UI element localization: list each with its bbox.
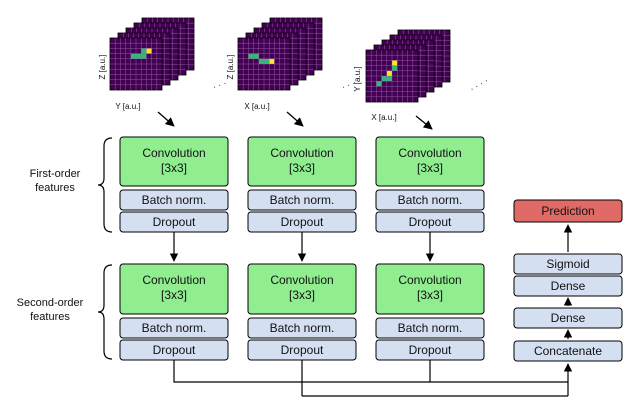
panel-1-ylabel: Z [a.u.] — [98, 55, 107, 80]
panel-2-ellipsis: · · · — [340, 78, 357, 92]
dropout-block-2b: Dropout — [247, 339, 357, 361]
conv-block-1b: Convolution [3x3] — [119, 263, 229, 315]
dropout-label: Dropout — [153, 343, 196, 357]
conv-kernel-label: [3x3] — [417, 161, 443, 175]
dense-label-2: Dense — [551, 311, 586, 325]
conv-block-3a: Convolution [3x3] — [375, 136, 485, 187]
first-order-label: First-order — [30, 168, 81, 180]
sigmoid-block: Sigmoid — [513, 253, 623, 275]
heatmap-slice — [109, 37, 163, 91]
batchnorm-block-2a: Batch norm. — [247, 189, 357, 211]
batchnorm-label: Batch norm. — [270, 193, 335, 207]
conv-label: Convolution — [398, 146, 461, 160]
input-arrows — [157, 111, 433, 130]
merge-connectors — [173, 360, 573, 397]
panel-3-xlabel: X [a.u.] — [371, 113, 396, 122]
batchnorm-label: Batch norm. — [270, 321, 335, 335]
prediction-block: Prediction — [513, 199, 623, 223]
input-image-stacks — [109, 17, 451, 103]
conv-kernel-label: [3x3] — [417, 288, 443, 302]
input-arrow-1 — [157, 111, 175, 127]
dropout-block-1b: Dropout — [119, 339, 229, 361]
input-arrow-2 — [286, 111, 304, 127]
second-order-brace — [97, 264, 113, 360]
image-stack-1 — [109, 17, 195, 91]
conv-kernel-label: [3x3] — [289, 161, 315, 175]
batchnorm-label: Batch norm. — [398, 193, 463, 207]
column-2: Convolution [3x3] Batch norm. Dropout Co… — [247, 136, 357, 361]
dense-block-1: Dense — [513, 275, 623, 297]
conv-label: Convolution — [398, 273, 461, 287]
connector-col1 — [173, 360, 568, 383]
conv-block-3b: Convolution [3x3] — [375, 263, 485, 315]
conv-kernel-label: [3x3] — [161, 161, 187, 175]
sigmoid-label: Sigmoid — [546, 257, 589, 271]
dense-block-2: Dense — [513, 307, 623, 329]
first-order-label-line2: features — [35, 182, 75, 194]
conv-block-1a: Convolution [3x3] — [119, 136, 229, 187]
conv-block-2a: Convolution [3x3] — [247, 136, 357, 187]
panel-2-xlabel: X [a.u.] — [244, 102, 269, 111]
conv-label: Convolution — [142, 146, 205, 160]
batchnorm-block-2b: Batch norm. — [247, 317, 357, 339]
dropout-label: Dropout — [281, 343, 324, 357]
panel-1-ellipsis: · · · — [211, 78, 228, 92]
column-3: Convolution [3x3] Batch norm. Dropout Co… — [375, 136, 485, 361]
panel-3-ylabel: Y [a.u.] — [353, 66, 362, 91]
dropout-label: Dropout — [153, 215, 196, 229]
batchnorm-label: Batch norm. — [142, 193, 207, 207]
conv-label: Convolution — [270, 146, 333, 160]
conv-label: Convolution — [142, 273, 205, 287]
batchnorm-label: Batch norm. — [142, 321, 207, 335]
conv-kernel-label: [3x3] — [289, 288, 315, 302]
dropout-label: Dropout — [409, 215, 452, 229]
conv-block-2b: Convolution [3x3] — [247, 263, 357, 315]
dropout-label: Dropout — [409, 343, 452, 357]
dropout-block-3a: Dropout — [375, 211, 485, 233]
batchnorm-block-1b: Batch norm. — [119, 317, 229, 339]
conv-label: Convolution — [270, 273, 333, 287]
dropout-block-2a: Dropout — [247, 211, 357, 233]
dropout-block-3b: Dropout — [375, 339, 485, 361]
heatmap-slice — [365, 49, 419, 103]
conv-kernel-label: [3x3] — [161, 288, 187, 302]
dropout-label: Dropout — [281, 215, 324, 229]
dense-label-1: Dense — [551, 279, 586, 293]
panel-3-ellipsis: · · · · — [468, 75, 490, 93]
second-order-label-line2: features — [30, 311, 70, 323]
group-braces — [97, 137, 113, 360]
concatenate-block: Concatenate — [513, 340, 623, 362]
panel-1-xlabel: Y [a.u.] — [115, 102, 140, 111]
second-order-label: Second-order — [17, 297, 84, 309]
input-arrow-3 — [415, 115, 433, 130]
concatenate-label: Concatenate — [534, 344, 602, 358]
batchnorm-block-1a: Batch norm. — [119, 189, 229, 211]
classification-head: Prediction Sigmoid Dense Dense Concatena… — [513, 199, 623, 362]
column-1: Convolution [3x3] Batch norm. Dropout Co… — [119, 136, 229, 361]
dropout-block-1a: Dropout — [119, 211, 229, 233]
image-stack-3 — [365, 29, 451, 103]
prediction-label: Prediction — [541, 204, 594, 218]
batchnorm-label: Batch norm. — [398, 321, 463, 335]
batchnorm-block-3b: Batch norm. — [375, 317, 485, 339]
image-stack-2 — [237, 17, 323, 91]
panel-2-ylabel: Z [a.u.] — [226, 55, 235, 80]
batchnorm-block-3a: Batch norm. — [375, 189, 485, 211]
heatmap-slice — [237, 37, 291, 91]
first-order-brace — [97, 137, 113, 233]
